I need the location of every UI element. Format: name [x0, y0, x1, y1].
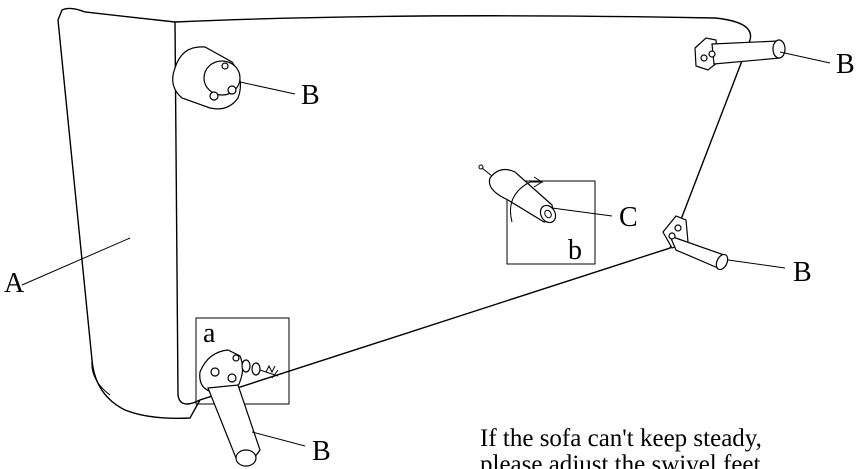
label-detail-b: b: [568, 235, 582, 266]
sofa-body: [57, 7, 752, 419]
label-part-a: A: [4, 268, 25, 299]
foot-top-right: [694, 37, 786, 71]
label-part-b-bottom-right: B: [793, 257, 812, 288]
label-detail-a: a: [203, 318, 216, 349]
label-part-b-top-right: B: [836, 49, 855, 80]
label-part-b-bottom-left: B: [312, 436, 331, 467]
foot-top-left: [172, 46, 242, 110]
label-part-c: C: [619, 202, 638, 233]
instruction-line-1: If the sofa can't keep steady,: [480, 425, 762, 452]
leader-lines: [21, 51, 831, 447]
foot-bottom-right: [662, 215, 729, 271]
swivel-foot-detail: [478, 164, 596, 265]
bolt-hardware: [241, 359, 279, 379]
instruction-line-2: please adjust the swivel feet.: [480, 451, 767, 469]
foot-bottom-left: [195, 317, 290, 467]
label-part-b-top-left: B: [301, 80, 320, 111]
